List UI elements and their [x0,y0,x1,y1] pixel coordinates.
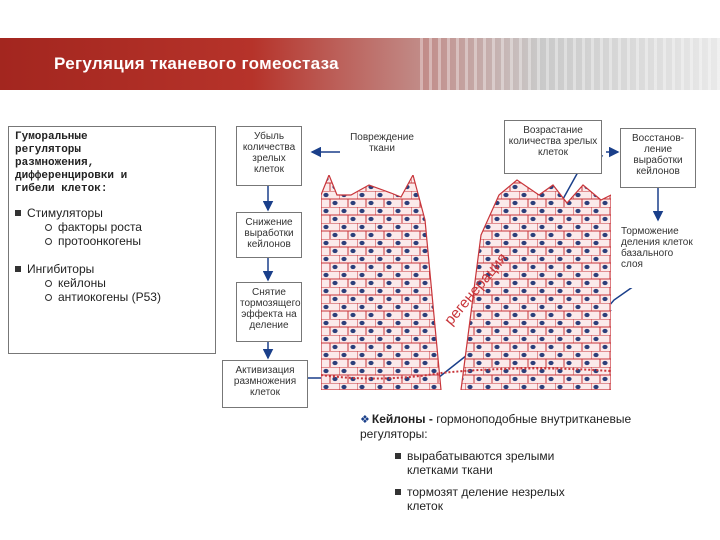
inhibitors-group: Ингибиторы кейлоны антиокогены (P53) [15,262,209,304]
inhibitor-item: кейлоны [58,276,106,290]
note-definition: гормоноподобные внутритканевые регулятор… [360,412,632,441]
square-bullet-icon [15,266,21,273]
banner-decoration [420,38,720,90]
tissue-right-wall [460,179,611,390]
circle-bullet-icon [45,224,52,232]
note-item: тормозят деление незрелых клеток [395,485,660,513]
regulators-heading: Гуморальные регуляторы размножения, дифф… [15,131,128,195]
step-loss-box: Убыль количества зрелых клеток [236,126,302,186]
page-title: Регуляция тканевого гомеостаза [54,54,339,73]
inhibition-label: Торможение деления клеток базального сло… [618,222,698,288]
circle-bullet-icon [45,280,52,288]
step-increase-box: Возрастание количества зрелых клеток [504,120,602,174]
kalon-note: ❖Кейлоны - гормоноподобные внутритканевы… [360,412,660,513]
step-removal-box: Снятие тормозящего эффекта на деление [236,282,302,342]
tissue-left-wall [321,175,442,390]
inhibitors-title: Ингибиторы [27,262,95,276]
step-kalon-drop-box: Снижение выработки кейлонов [236,212,302,258]
stimulators-title: Стимуляторы [27,206,103,220]
step-restore-box: Восстанов-ление выработки кейлонов [620,128,696,188]
regulators-panel: Гуморальные регуляторы размножения, дифф… [8,126,216,354]
stimulators-group: Стимуляторы факторы роста протоонкогены [15,206,209,248]
title-banner [0,38,720,90]
epithelium-illustration [321,175,611,390]
step-activation-box: Активизация размножения клеток [222,360,308,408]
note-item: вырабатываются зрелыми клетками ткани [395,449,660,477]
square-bullet-icon [395,489,401,496]
damage-label: Повреждение ткани [342,128,422,158]
regeneration-text: регенерация [445,250,511,329]
circle-bullet-icon [45,294,52,302]
basement-membrane [321,367,611,380]
square-bullet-icon [15,210,21,217]
diamond-bullet-icon: ❖ [360,414,370,426]
regeneration-label: регенерация [445,250,511,329]
stimulator-item: протоонкогены [58,234,142,248]
circle-bullet-icon [45,238,52,246]
square-bullet-icon [395,453,401,460]
note-keyword: Кейлоны - [371,412,433,426]
inhibitor-item: антиокогены (P53) [58,290,161,304]
stimulator-item: факторы роста [58,220,142,234]
